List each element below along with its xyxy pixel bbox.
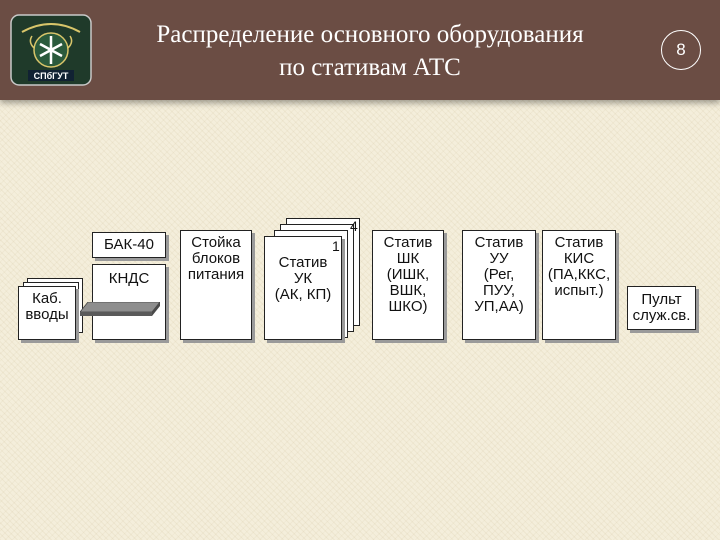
shk-rack-box: Статив ШК (ИШК, ВШК, ШКО) — [372, 230, 444, 340]
power-rack-box: Стойка блоков питания — [180, 230, 252, 340]
uk-stack-last-number: 4 — [350, 218, 358, 234]
uk-rack-box: Статив УК (АК, КП) — [264, 236, 342, 340]
cable-inputs-box: Каб. вводы — [18, 286, 76, 340]
header-bar: СПбГУТ Распределение основного оборудова… — [0, 0, 720, 100]
kis-rack-box: Статив КИС (ПА,ККС, испыт.) — [542, 230, 616, 340]
title-line-2: по стативам АТС — [279, 54, 461, 81]
page-title: Распределение основного оборудования по … — [100, 18, 640, 84]
page-number: 8 — [661, 30, 701, 70]
bak40-box: БАК-40 — [92, 232, 166, 258]
logo-text: СПбГУТ — [34, 71, 69, 81]
operator-console-box: Пульт служ.св. — [627, 286, 696, 330]
title-line-1: Распределение основного оборудования — [156, 21, 584, 48]
uk-stack-first-number: 1 — [332, 238, 340, 254]
military-department-logo: СПбГУТ — [10, 14, 92, 86]
uu-rack-box: Статив УУ (Рег, ПУУ, УП,АА) — [462, 230, 536, 340]
knds-shelf-plate — [80, 302, 160, 316]
